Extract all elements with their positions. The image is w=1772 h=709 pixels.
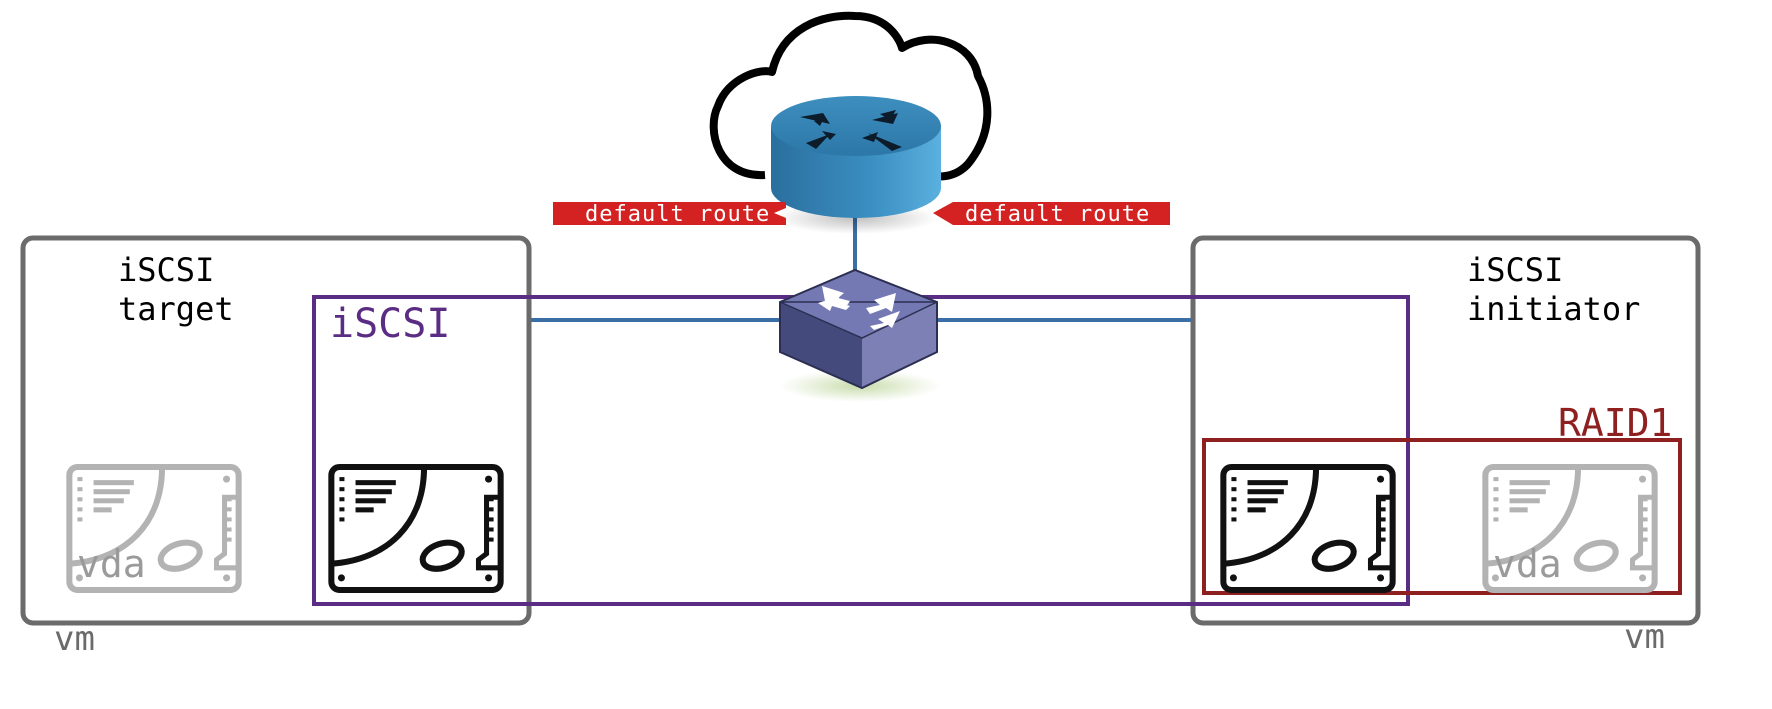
- left-vm-label: vm: [54, 619, 95, 659]
- left-vm-box: [20, 235, 532, 626]
- raid1-label: RAID1: [1558, 401, 1672, 445]
- switch-icon: [779, 268, 940, 402]
- right-iscsi-disk: [1223, 467, 1392, 590]
- right-local-disk-label: vda: [1493, 542, 1562, 586]
- right-vm-label: vm: [1624, 617, 1665, 657]
- right-local-disk: vda: [1485, 467, 1654, 590]
- left-default-route-tag: default route: [553, 202, 786, 227]
- hard-disk-icon: [331, 467, 500, 590]
- left-vm-title-line2: target: [118, 290, 234, 328]
- left-vm-title-line1: iSCSI: [118, 251, 214, 289]
- iscsi-link-label: iSCSI: [330, 301, 450, 347]
- right-default-route-label: default route: [965, 202, 1150, 227]
- left-exported-disk: [331, 467, 500, 590]
- right-vm-box: [1190, 235, 1701, 626]
- hard-disk-icon: [1223, 467, 1392, 590]
- left-default-route-label: default route: [585, 202, 770, 227]
- raid1-box: [1202, 438, 1682, 595]
- left-local-disk: vda: [69, 467, 238, 590]
- right-vm-title-line2: initiator: [1467, 290, 1640, 328]
- left-local-disk-label: vda: [77, 542, 146, 586]
- right-vm-title-line1: iSCSI: [1467, 251, 1563, 289]
- router-icon: [771, 96, 941, 234]
- right-default-route-tag: default route: [933, 202, 1170, 227]
